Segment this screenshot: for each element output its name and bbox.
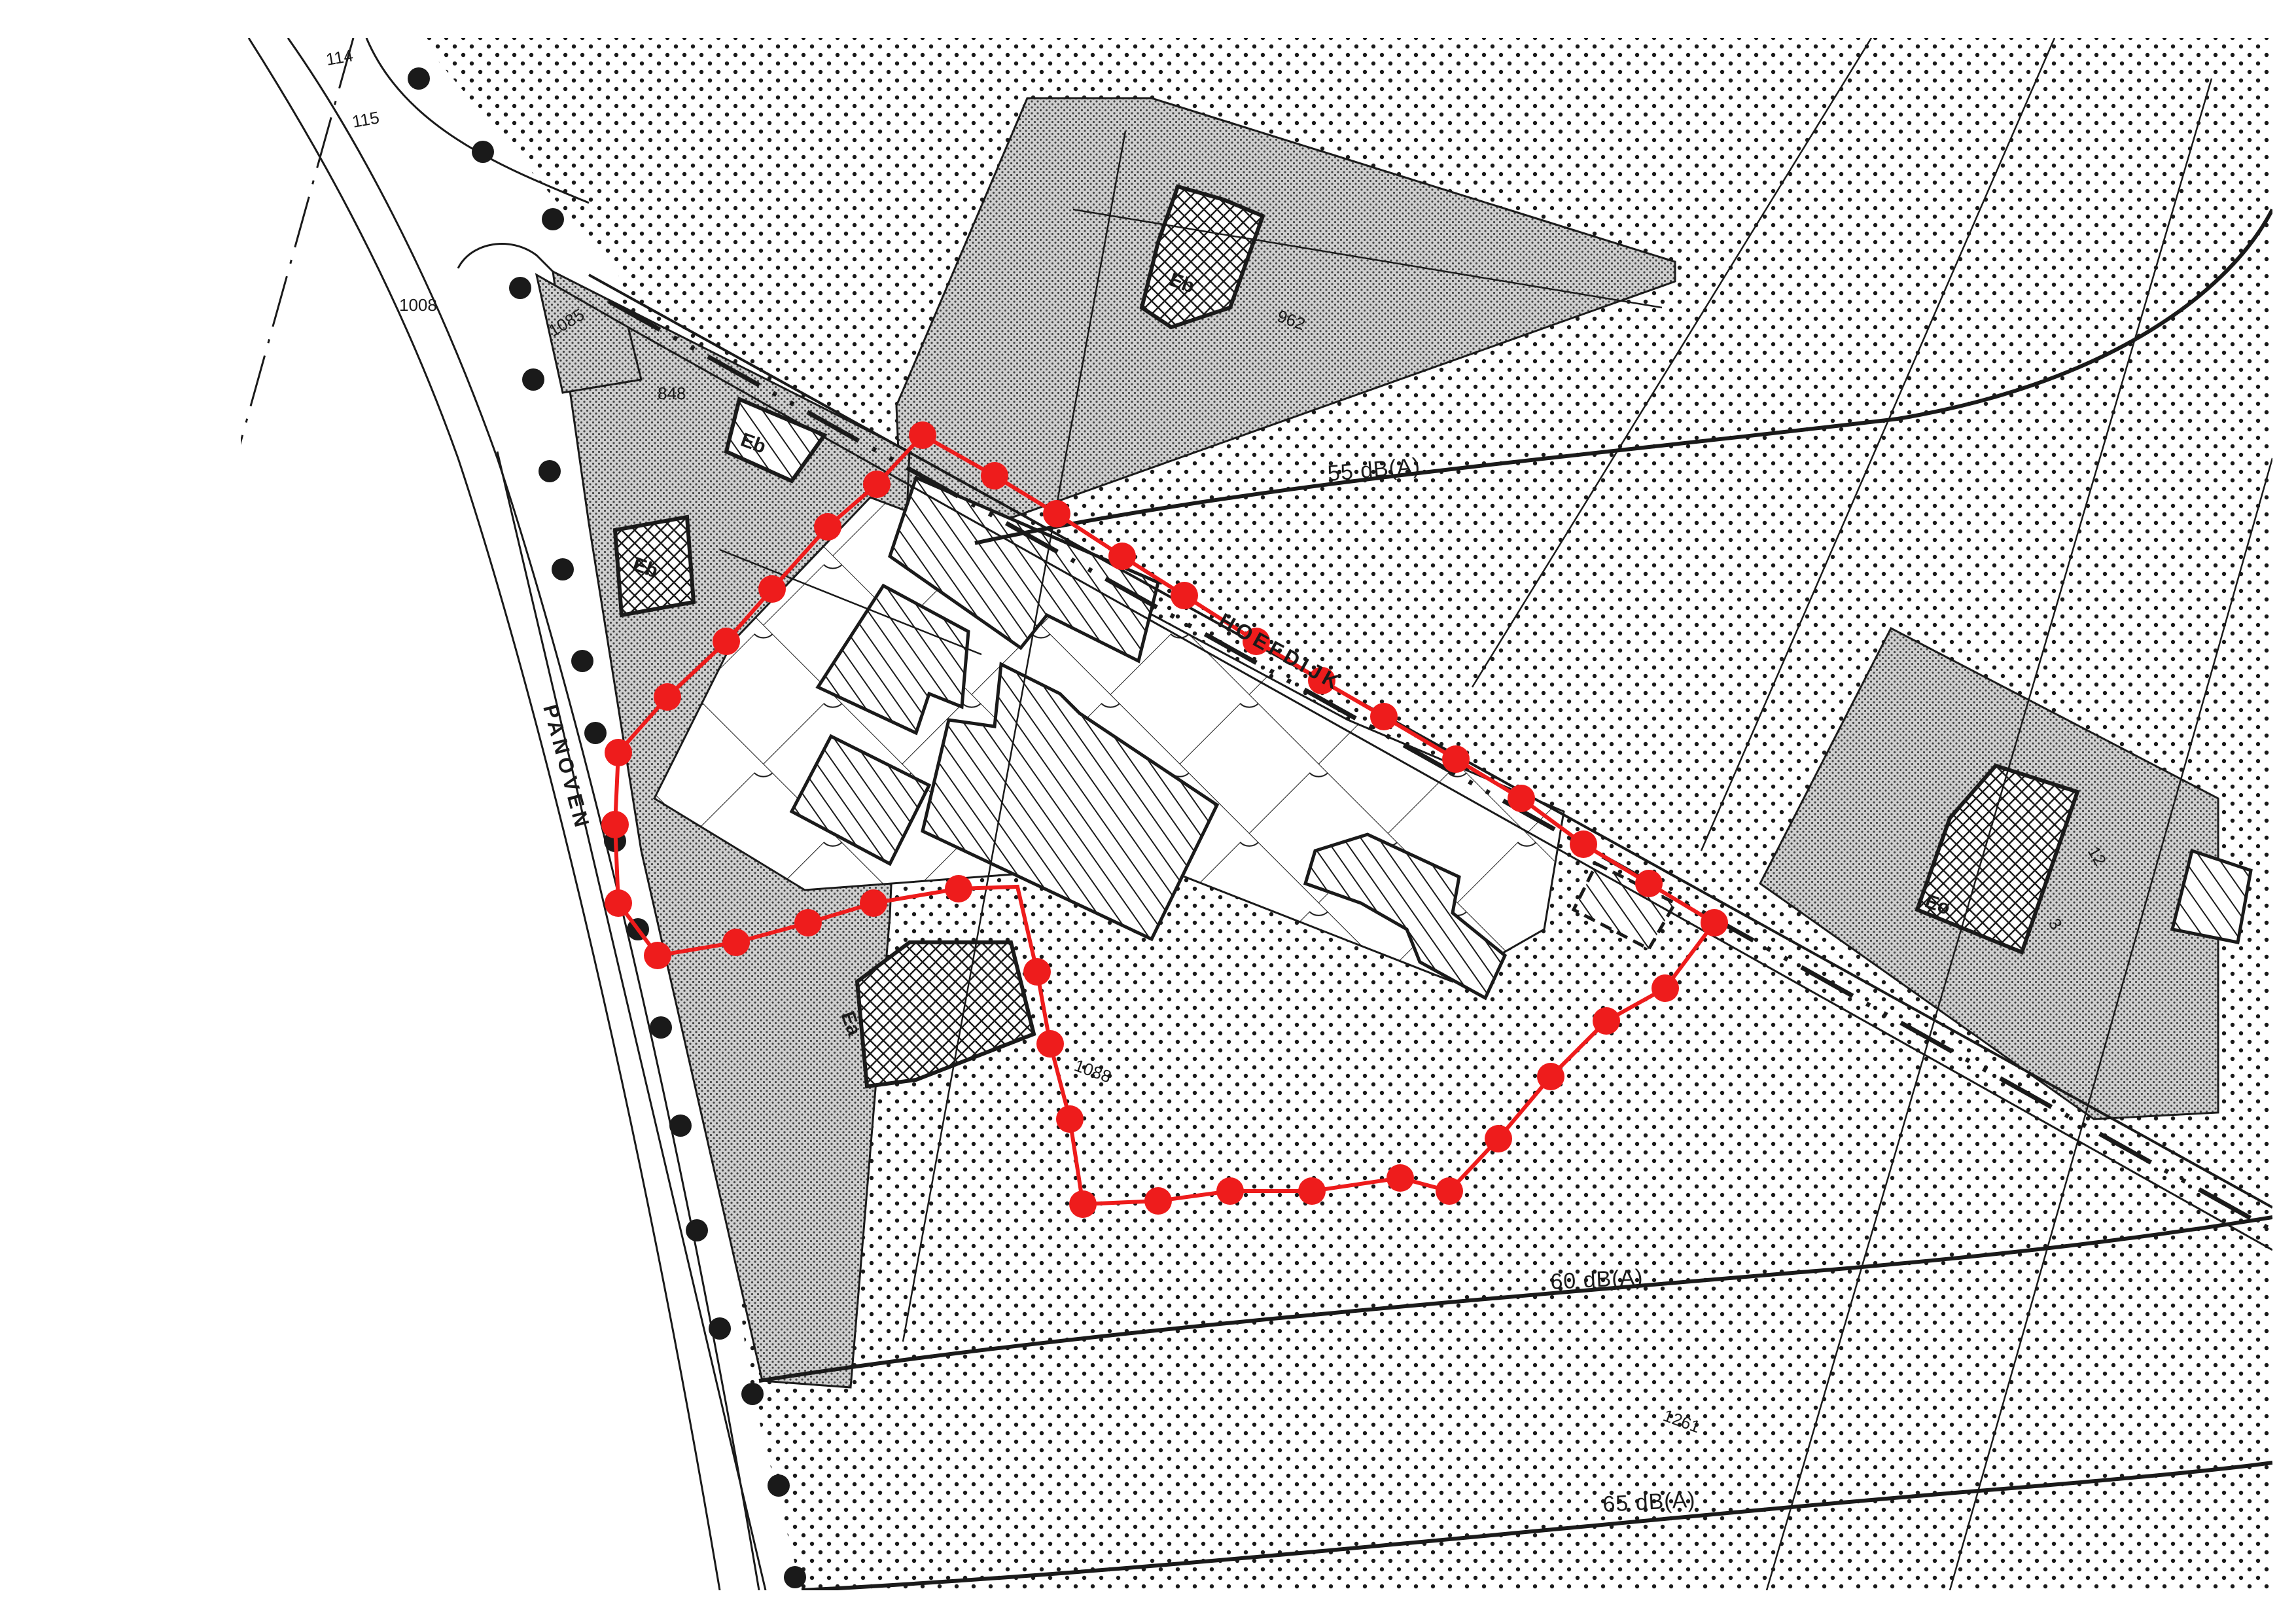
- houses: [612, 184, 2080, 1089]
- contour-line-55: [974, 208, 2272, 545]
- road-hoefdijk: [588, 274, 2272, 1251]
- parcel-number: 848: [658, 383, 686, 403]
- noise-contours: [758, 208, 2272, 1590]
- plot-1085: [535, 273, 643, 394]
- contour-line-60: [758, 1215, 2272, 1383]
- house-west: [612, 514, 696, 618]
- road-panoven: [247, 38, 767, 1590]
- parcel-number: 114: [325, 45, 355, 69]
- building-3: [921, 662, 1220, 942]
- house-northwest: [724, 396, 828, 484]
- building-4: [789, 734, 932, 866]
- house-north: [1139, 184, 1265, 330]
- parcel-lines: [719, 38, 2272, 1590]
- parcel-number: 1008: [399, 295, 437, 315]
- house-east: [1915, 763, 2080, 955]
- building-1: [888, 475, 1160, 664]
- building-7: [2170, 848, 2253, 944]
- building-2: [815, 583, 970, 736]
- contour-line-65: [801, 1461, 2272, 1590]
- project-boundary-markers: [601, 421, 1728, 1218]
- building-5: [1303, 832, 1508, 1001]
- contour-label-65: 65 dB(A): [1602, 1488, 1696, 1517]
- contour-label-60: 60 dB(A): [1549, 1265, 1644, 1294]
- axis-line: [241, 38, 355, 446]
- parcel-number: 115: [351, 107, 381, 132]
- house-south: [855, 940, 1036, 1089]
